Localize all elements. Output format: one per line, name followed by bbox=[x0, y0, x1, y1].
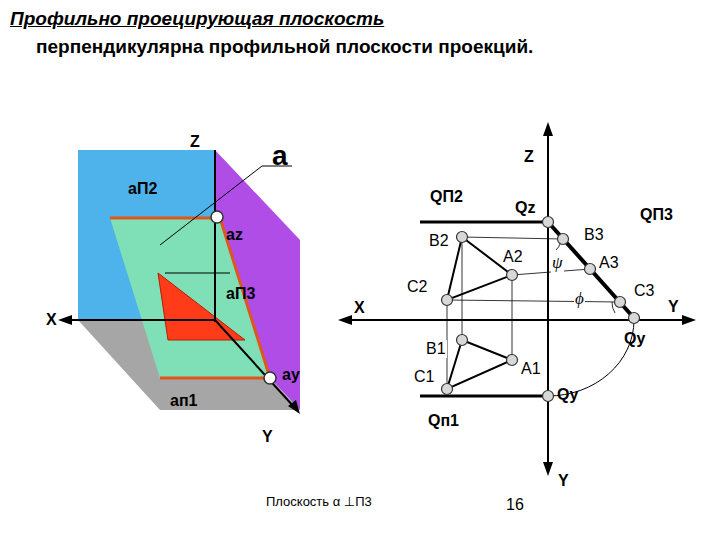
point bbox=[211, 211, 223, 223]
triangle bbox=[158, 273, 245, 340]
axis-line bbox=[547, 128, 549, 470]
trace-label: ап1 bbox=[170, 392, 197, 410]
trace-line bbox=[420, 221, 548, 224]
axis-label: Y bbox=[558, 472, 569, 490]
point-label: B1 bbox=[425, 340, 447, 358]
axis-label: Y bbox=[262, 428, 273, 446]
trace-line bbox=[110, 217, 220, 220]
point bbox=[264, 372, 276, 384]
trace-line bbox=[548, 222, 634, 318]
point-label: A3 bbox=[598, 254, 620, 272]
trace-label: аz bbox=[226, 226, 243, 244]
point-label: C1 bbox=[413, 368, 435, 386]
axis-z bbox=[214, 150, 216, 322]
trace-label: аП3 bbox=[226, 285, 255, 303]
angle-label: ψ bbox=[551, 253, 564, 273]
arrowhead bbox=[288, 400, 300, 414]
leader-line bbox=[160, 166, 292, 245]
triangle-v2 bbox=[447, 237, 512, 300]
axis-label: Z bbox=[524, 148, 534, 166]
arrowhead bbox=[543, 122, 553, 136]
point-label: C3 bbox=[633, 282, 655, 300]
trace-label: QП3 bbox=[640, 206, 673, 224]
link-lines bbox=[447, 236, 620, 389]
trace-label: QП2 bbox=[430, 188, 463, 206]
arc bbox=[548, 320, 634, 396]
arrowhead bbox=[543, 462, 553, 476]
point-label: B3 bbox=[583, 226, 605, 244]
axis-label: Y bbox=[668, 298, 679, 316]
axis-y bbox=[215, 320, 295, 408]
trace-label: Qz bbox=[515, 199, 535, 217]
caption-note: Плоскость α ⊥П3 bbox=[266, 494, 391, 509]
point-label: A1 bbox=[520, 360, 542, 378]
projection-line bbox=[165, 273, 230, 274]
plane-label: a bbox=[272, 140, 288, 172]
trace-label: аy bbox=[282, 366, 300, 384]
axis-label: Z bbox=[190, 133, 200, 151]
points bbox=[442, 217, 640, 402]
trace-label: Qy bbox=[624, 330, 645, 348]
axis-x bbox=[62, 319, 215, 321]
trace-label: Qп1 bbox=[428, 412, 459, 430]
point-label: C2 bbox=[406, 278, 428, 296]
axis-label: X bbox=[46, 311, 57, 329]
arrowhead bbox=[338, 315, 352, 325]
trace-line bbox=[420, 395, 548, 398]
title-text: перпендикулярна профильной плоскости про… bbox=[36, 36, 533, 58]
arrowhead bbox=[682, 315, 696, 325]
trace-line bbox=[160, 377, 270, 380]
trace-label: Qy bbox=[557, 386, 578, 404]
arrowhead bbox=[58, 315, 72, 325]
title-text: Профильно проецирующая плоскость bbox=[10, 8, 384, 30]
triangle-v1 bbox=[447, 340, 512, 389]
point-label: A2 bbox=[502, 248, 524, 266]
trace-label: аП2 bbox=[128, 180, 157, 198]
point-label: B2 bbox=[428, 232, 450, 250]
page-number: 16 bbox=[506, 496, 524, 514]
axis-label: X bbox=[354, 299, 365, 317]
angle-label: ϕ bbox=[574, 289, 585, 309]
